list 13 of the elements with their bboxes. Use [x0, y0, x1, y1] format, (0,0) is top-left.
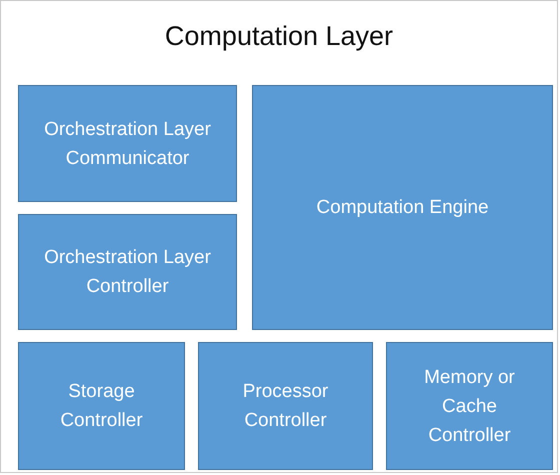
box-label: Processor Controller [242, 380, 330, 433]
component-box [18, 85, 237, 202]
component-box [198, 342, 373, 470]
box-label: Orchestration Layer Communicator [43, 118, 212, 170]
box-label: Storage Controller [59, 380, 144, 433]
component-box [18, 214, 237, 330]
box-label: Computation Engine [316, 196, 489, 220]
container-title: Computation Layer [164, 21, 394, 52]
box-label: Orchestration Layer Controller [43, 246, 212, 299]
box-label: Memory or Cache Controller [423, 366, 516, 448]
component-box [252, 85, 553, 330]
component-box [18, 342, 185, 470]
component-box [386, 342, 553, 470]
